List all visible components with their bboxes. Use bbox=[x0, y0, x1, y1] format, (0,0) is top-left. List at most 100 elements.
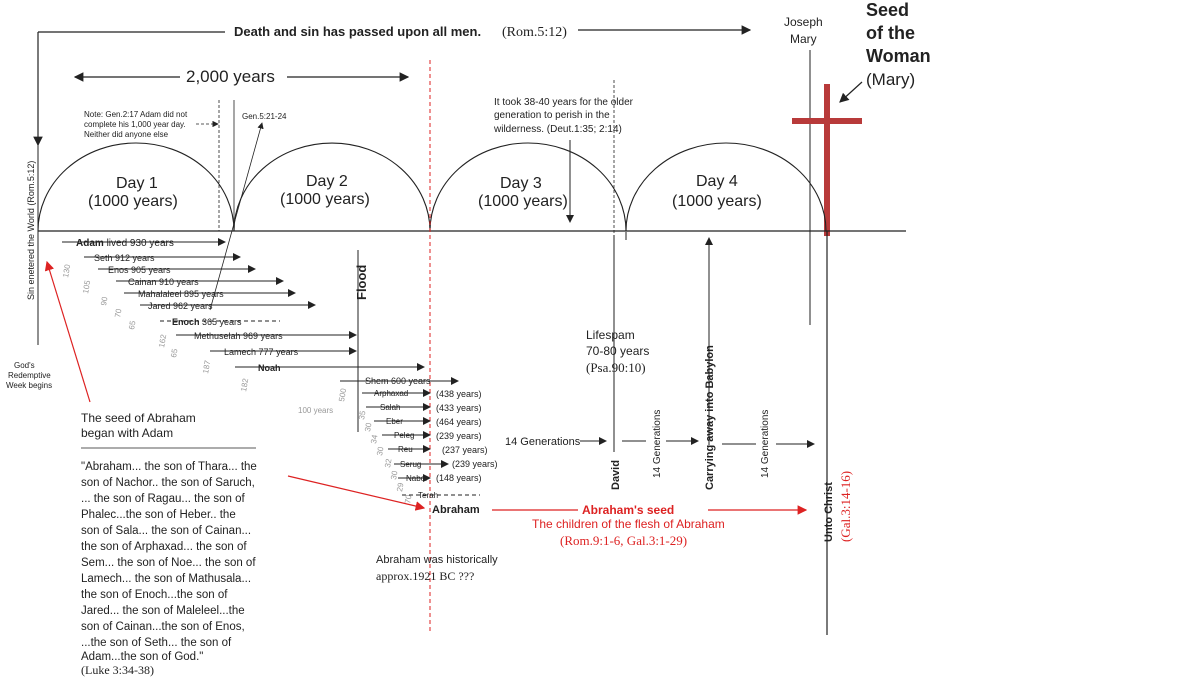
day2-years: (1000 years) bbox=[280, 191, 370, 208]
birth-age: 32 bbox=[383, 457, 394, 468]
quote-line: Lamech... the son of Mathusala... bbox=[81, 573, 251, 585]
abrahams-seed-title: Abraham's seed bbox=[582, 503, 674, 517]
abrahams-seed-sub: The children of the flesh of Abraham bbox=[532, 517, 725, 531]
quote-line: ...the son of Seth... the son of bbox=[81, 637, 232, 649]
quote-line: son of Cainan...the son of Enos, bbox=[81, 621, 245, 633]
post-flood-years: (148 years) bbox=[436, 473, 482, 483]
svg-text:Methuselah 969 years: Methuselah 969 years bbox=[194, 331, 283, 341]
birth-age: 30 bbox=[389, 469, 400, 480]
seed-line4: (Mary) bbox=[866, 70, 915, 89]
luke-quote: "Abraham... the son of Thara... the son … bbox=[81, 461, 257, 677]
patriarch-name: Enoch bbox=[172, 317, 200, 327]
gal-ref: (Gal.3:14-16) bbox=[838, 471, 853, 542]
patriarch-name: Cainan bbox=[128, 277, 157, 287]
quote-line: son of Sala... the son of Cainan... bbox=[81, 525, 251, 537]
svg-text:Cainan 910 years: Cainan 910 years bbox=[128, 277, 199, 287]
david-label: David bbox=[610, 460, 622, 490]
svg-text:Shem 600 years: Shem 600 years bbox=[365, 376, 431, 386]
gods-week-3: Week begins bbox=[6, 381, 52, 390]
babylon-label: Carrying away into Babylon bbox=[704, 345, 716, 490]
birth-age: 90 bbox=[99, 295, 110, 306]
gen5-label: Gen.5:21-24 bbox=[242, 112, 287, 121]
patriarch-years: 905 years bbox=[131, 265, 171, 275]
generations-second: 14 Generations bbox=[652, 410, 663, 478]
day4-label: Day 4 bbox=[696, 173, 738, 190]
patriarch-years: 777 years bbox=[259, 347, 299, 357]
birth-age: 70 bbox=[403, 493, 414, 504]
wilderness-3: wilderness. (Deut.1:35; 2:14) bbox=[493, 124, 622, 135]
birth-age: 70 bbox=[113, 307, 124, 318]
post-flood-years: (237 years) bbox=[442, 445, 488, 455]
post-flood-name: Salah bbox=[380, 403, 400, 412]
gods-week-2: Redemptive bbox=[8, 371, 51, 380]
post-flood-name: Serug bbox=[400, 460, 421, 469]
quote-line: Adam...the son of God." bbox=[81, 651, 203, 663]
birth-age: 500 bbox=[337, 387, 348, 402]
patriarch-years: 962 years bbox=[173, 301, 213, 311]
day3-years: (1000 years) bbox=[478, 193, 568, 210]
patriarch-years: 910 years bbox=[159, 277, 199, 287]
quote-line: the son of Arphaxad... the son of bbox=[81, 541, 247, 553]
patriarch-years: lived 930 years bbox=[107, 238, 174, 249]
sin-entered-label: Sin enetered the World (Rom.5:12) bbox=[26, 161, 36, 300]
abraham-historic-1: Abraham was historically bbox=[376, 554, 498, 566]
abraham-historic-2: approx.1921 BC ??? bbox=[376, 569, 474, 583]
quote-line: (Luke 3:34-38) bbox=[81, 663, 154, 677]
patriarch-name: Enos bbox=[108, 265, 129, 275]
gen-note-3: Neither did anyone else bbox=[84, 130, 169, 139]
quote-line: "Abraham... the son of Thara... the bbox=[81, 461, 257, 473]
death-text: Death and sin has passed upon all men. bbox=[234, 24, 481, 39]
seed-line3: Woman bbox=[866, 46, 931, 66]
lifespan-1: Lifespam bbox=[586, 328, 635, 342]
quote-line: the son of Enoch...the son of bbox=[81, 589, 228, 601]
day-arcs bbox=[37, 142, 827, 232]
abrahams-seed-ref: (Rom.9:1-6, Gal.3:1-29) bbox=[560, 533, 687, 548]
seed-abraham-label: The seed of Abraham bbox=[81, 411, 196, 425]
post-flood-name: Arphaxad bbox=[374, 389, 408, 398]
post-flood-name: Peleg bbox=[394, 431, 414, 440]
seed-line2: of the bbox=[866, 23, 915, 43]
wilderness-2: generation to perish in the bbox=[494, 110, 610, 121]
seed-abraham-label2: began with Adam bbox=[81, 426, 173, 440]
patriarch-name: Jared bbox=[148, 301, 171, 311]
post-flood-labels: Shem 600 years Arphaxad (438 years) Sala… bbox=[365, 376, 498, 500]
quote-line: Jared... the son of Maleleel...the bbox=[81, 605, 245, 617]
patriarch-name: Lamech bbox=[224, 347, 256, 357]
quote-line: Phalec...the son of Heber.. the bbox=[81, 509, 236, 521]
patriarch-name: Mahalaleel bbox=[138, 289, 182, 299]
joseph-label: Joseph bbox=[784, 15, 823, 29]
birth-age: 34 bbox=[369, 433, 380, 444]
patriarch-years: 969 years bbox=[243, 331, 283, 341]
quote-line: Sem... the son of Noe... the son of bbox=[81, 557, 256, 569]
svg-text:Lamech 777 years: Lamech 777 years bbox=[224, 347, 299, 357]
post-flood-name: Reu bbox=[398, 445, 413, 454]
birth-age: 162 bbox=[157, 333, 168, 348]
cross-icon bbox=[792, 84, 862, 236]
quote-red-arrow bbox=[287, 475, 426, 511]
christ-label: Unto Christ bbox=[823, 482, 835, 542]
seed-arrow bbox=[839, 81, 863, 103]
quote-line: son of Nachor.. the son of Saruch, bbox=[81, 477, 255, 489]
patriarch-years: 912 years bbox=[115, 253, 155, 263]
svg-text:Adam lived 930 years: Adam lived 930 years bbox=[76, 238, 174, 249]
hundred-years-label: 100 years bbox=[298, 406, 333, 415]
birth-age: 65 bbox=[127, 319, 138, 330]
birth-age: 65 bbox=[169, 347, 180, 358]
abraham-label: Abraham bbox=[432, 504, 480, 516]
patriarch-name: Adam bbox=[76, 238, 104, 249]
post-flood-name: Nabor bbox=[406, 474, 428, 483]
post-flood-years: (438 years) bbox=[436, 389, 482, 399]
gen5-arrow bbox=[209, 122, 264, 311]
birth-age: 187 bbox=[201, 359, 212, 374]
gen-note-2: complete his 1,000 year day. bbox=[84, 120, 186, 129]
birth-age: 29 bbox=[395, 481, 406, 492]
svg-text:Enos 905 years: Enos 905 years bbox=[108, 265, 171, 275]
gen-note-1: Note: Gen.2:17 Adam did not bbox=[84, 110, 188, 119]
patriarch-years: 895 years bbox=[184, 289, 224, 299]
post-flood-years: (239 years) bbox=[436, 431, 482, 441]
post-flood-years: (239 years) bbox=[452, 459, 498, 469]
post-flood-name: Terah bbox=[418, 491, 438, 500]
mary-label: Mary bbox=[790, 32, 817, 46]
birth-age: 35 bbox=[357, 409, 368, 420]
